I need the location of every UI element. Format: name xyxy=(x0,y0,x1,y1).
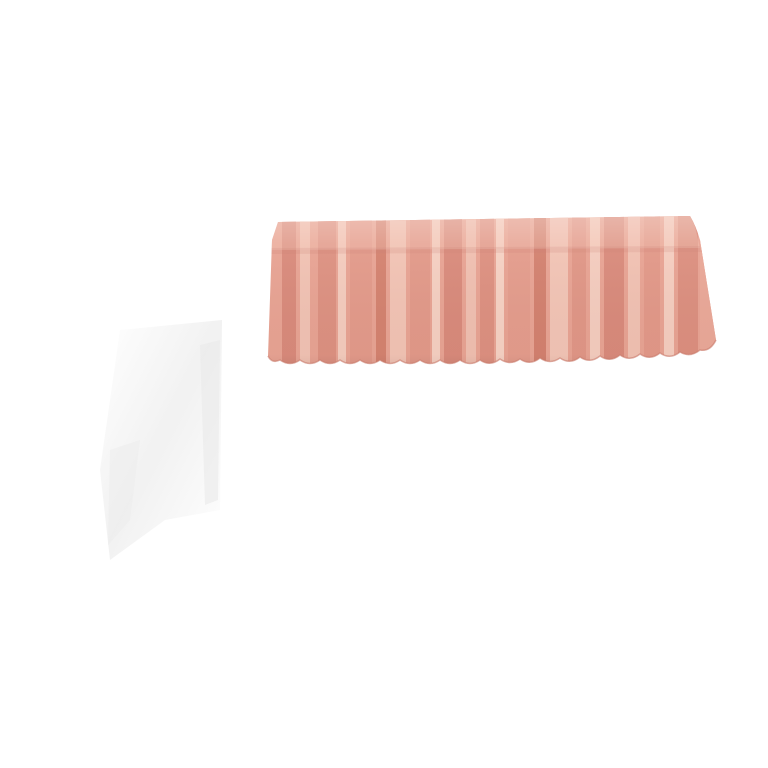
awning-scalloped-edge xyxy=(267,339,717,365)
awning-fabric xyxy=(268,216,716,364)
